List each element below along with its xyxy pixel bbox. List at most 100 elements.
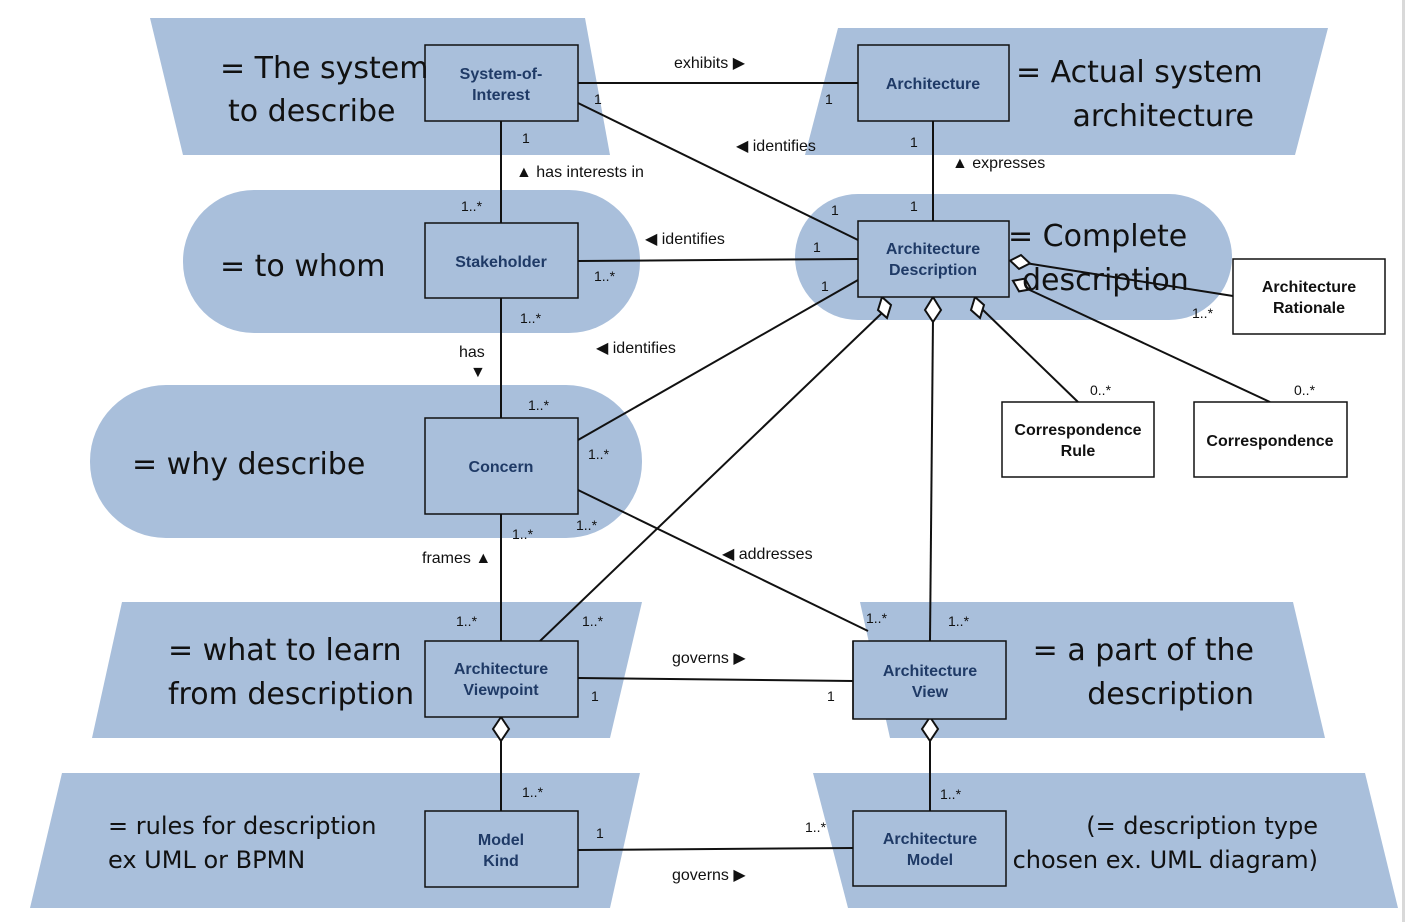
system-annotation-line-1: = The system — [220, 51, 428, 86]
multiplicity: 1..* — [582, 613, 604, 629]
multiplicity: 1 — [813, 239, 821, 255]
architecture-viewpoint-label-1: Architecture — [454, 661, 548, 678]
has-arrow-icon: ▼ — [470, 364, 486, 381]
model-annotation-line-1: (= description type — [1086, 812, 1318, 840]
aggregation-diamond-icon — [491, 715, 511, 743]
model-kind-label-1: Model — [478, 832, 524, 849]
multiplicity: 1..* — [528, 397, 550, 413]
stakeholder-box — [424, 222, 579, 299]
correspondence-rule-label-1: Correspondence — [1014, 422, 1141, 439]
multiplicity: 1..* — [866, 610, 888, 626]
ad-corrrule-line — [982, 309, 1079, 403]
system-annotation-line-2: to describe — [228, 94, 395, 129]
architecture-view-label-2: View — [912, 684, 949, 701]
modelkind-model-line — [577, 847, 854, 851]
architecture-label: Architecture — [886, 76, 980, 93]
ad-corr-line — [1018, 284, 1271, 403]
architecture-view-box — [852, 640, 1007, 720]
system-of-interest-label-2: Interest — [472, 87, 530, 104]
multiplicity: 1..* — [1192, 305, 1214, 321]
multiplicity: 1..* — [805, 819, 827, 835]
correspondence-box — [1193, 401, 1348, 478]
soi-ad-line — [577, 102, 859, 241]
multiplicity: 1 — [591, 688, 599, 704]
modelkind-annotation-line-1: = rules for description — [108, 812, 376, 840]
identifies-label-3: ◀ identifies — [596, 340, 676, 357]
model-annotation-line-2: chosen ex. UML diagram) — [1013, 846, 1318, 874]
architecture-rationale-label-1: Architecture — [1262, 279, 1356, 296]
multiplicity: 1..* — [522, 784, 544, 800]
architecture-model-box — [852, 810, 1007, 887]
multiplicity: 1..* — [512, 526, 534, 542]
aggregation-diamond-icon — [876, 295, 893, 320]
governs-label-1: governs ▶ — [672, 650, 746, 667]
multiplicity: 1 — [910, 134, 918, 150]
multiplicity: 1..* — [588, 446, 610, 462]
multiplicity: 1..* — [576, 517, 598, 533]
description-annotation-line-1: = Complete — [1008, 219, 1187, 254]
multiplicity: 1 — [827, 688, 835, 704]
has-interests-in-label: ▲ has interests in — [516, 164, 644, 181]
multiplicity: 1 — [821, 278, 829, 294]
multiplicity: 0..* — [1294, 382, 1316, 398]
view-annotation-line-1: = a part of the — [1033, 633, 1254, 668]
ad-rationale-line — [1018, 261, 1234, 297]
exhibits-label: exhibits ▶ — [674, 55, 746, 72]
description-annotation-line-2: description — [1022, 263, 1189, 298]
architecture-annotation-line-1: = Actual system — [1016, 55, 1263, 90]
model-kind-box — [424, 810, 579, 888]
viewpoint-ad-line — [539, 311, 884, 642]
correspondence-rule-box — [1001, 401, 1155, 478]
multiplicity: 1 — [594, 91, 602, 107]
viewpoint-annotation-line-2: from description — [168, 677, 414, 712]
stakeholder-ad-line — [577, 258, 859, 262]
architecture-viewpoint-box — [424, 640, 579, 718]
frames-label: frames ▲ — [422, 550, 491, 567]
multiplicity: 1 — [831, 202, 839, 218]
aggregation-diamond-icon — [1008, 253, 1032, 271]
multiplicity: 1 — [596, 825, 604, 841]
architecture-rationale-label-2: Rationale — [1273, 300, 1345, 317]
multiplicity: 1 — [522, 130, 530, 146]
aggregation-diamond-icon — [1011, 277, 1033, 293]
architecture-model-label-1: Architecture — [883, 831, 977, 848]
multiplicity: 1..* — [461, 198, 483, 214]
modelkind-annotation-line-2: ex UML or BPMN — [108, 846, 305, 874]
architecture-rationale-box — [1232, 258, 1386, 335]
multiplicity: 1..* — [456, 613, 478, 629]
correspondence-rule-label-2: Rule — [1061, 443, 1096, 460]
view-annotation-line-2: description — [1087, 677, 1254, 712]
concern-ad-line — [577, 279, 859, 441]
aggregation-diamond-icon — [969, 295, 986, 320]
architecture-description-label-1: Architecture — [886, 241, 980, 258]
architecture-viewpoint-label-2: Viewpoint — [463, 682, 539, 699]
architecture-box — [857, 44, 1010, 122]
model-kind-label-2: Kind — [483, 853, 519, 870]
multiplicity: 0..* — [1090, 382, 1112, 398]
architecture-model-label-2: Model — [907, 852, 953, 869]
addresses-label: ◀ addresses — [722, 546, 813, 563]
concern-view-line — [577, 489, 869, 632]
correspondence-label: Correspondence — [1206, 433, 1333, 450]
architecture-description-box — [857, 220, 1010, 298]
stakeholder-annotation: = to whom — [220, 249, 385, 284]
stakeholder-label: Stakeholder — [455, 254, 547, 271]
concern-box — [424, 417, 579, 515]
view-ad-line — [929, 317, 934, 642]
concern-annotation: = why describe — [132, 447, 365, 482]
architecture-annotation-line-2: architecture — [1072, 99, 1254, 134]
identifies-label-2: ◀ identifies — [645, 231, 725, 248]
multiplicity: 1 — [910, 198, 918, 214]
multiplicity: 1 — [825, 91, 833, 107]
multiplicity: 1..* — [948, 613, 970, 629]
concern-label: Concern — [469, 459, 534, 476]
viewpoint-annotation-line-1: = what to learn — [168, 633, 402, 668]
governs-label-2: governs ▶ — [672, 867, 746, 884]
aggregation-diamond-icon — [920, 715, 940, 743]
architecture-view-label-1: Architecture — [883, 663, 977, 680]
system-of-interest-box — [424, 44, 579, 122]
multiplicity: 1..* — [520, 310, 542, 326]
aggregation-diamond-icon — [923, 295, 943, 324]
